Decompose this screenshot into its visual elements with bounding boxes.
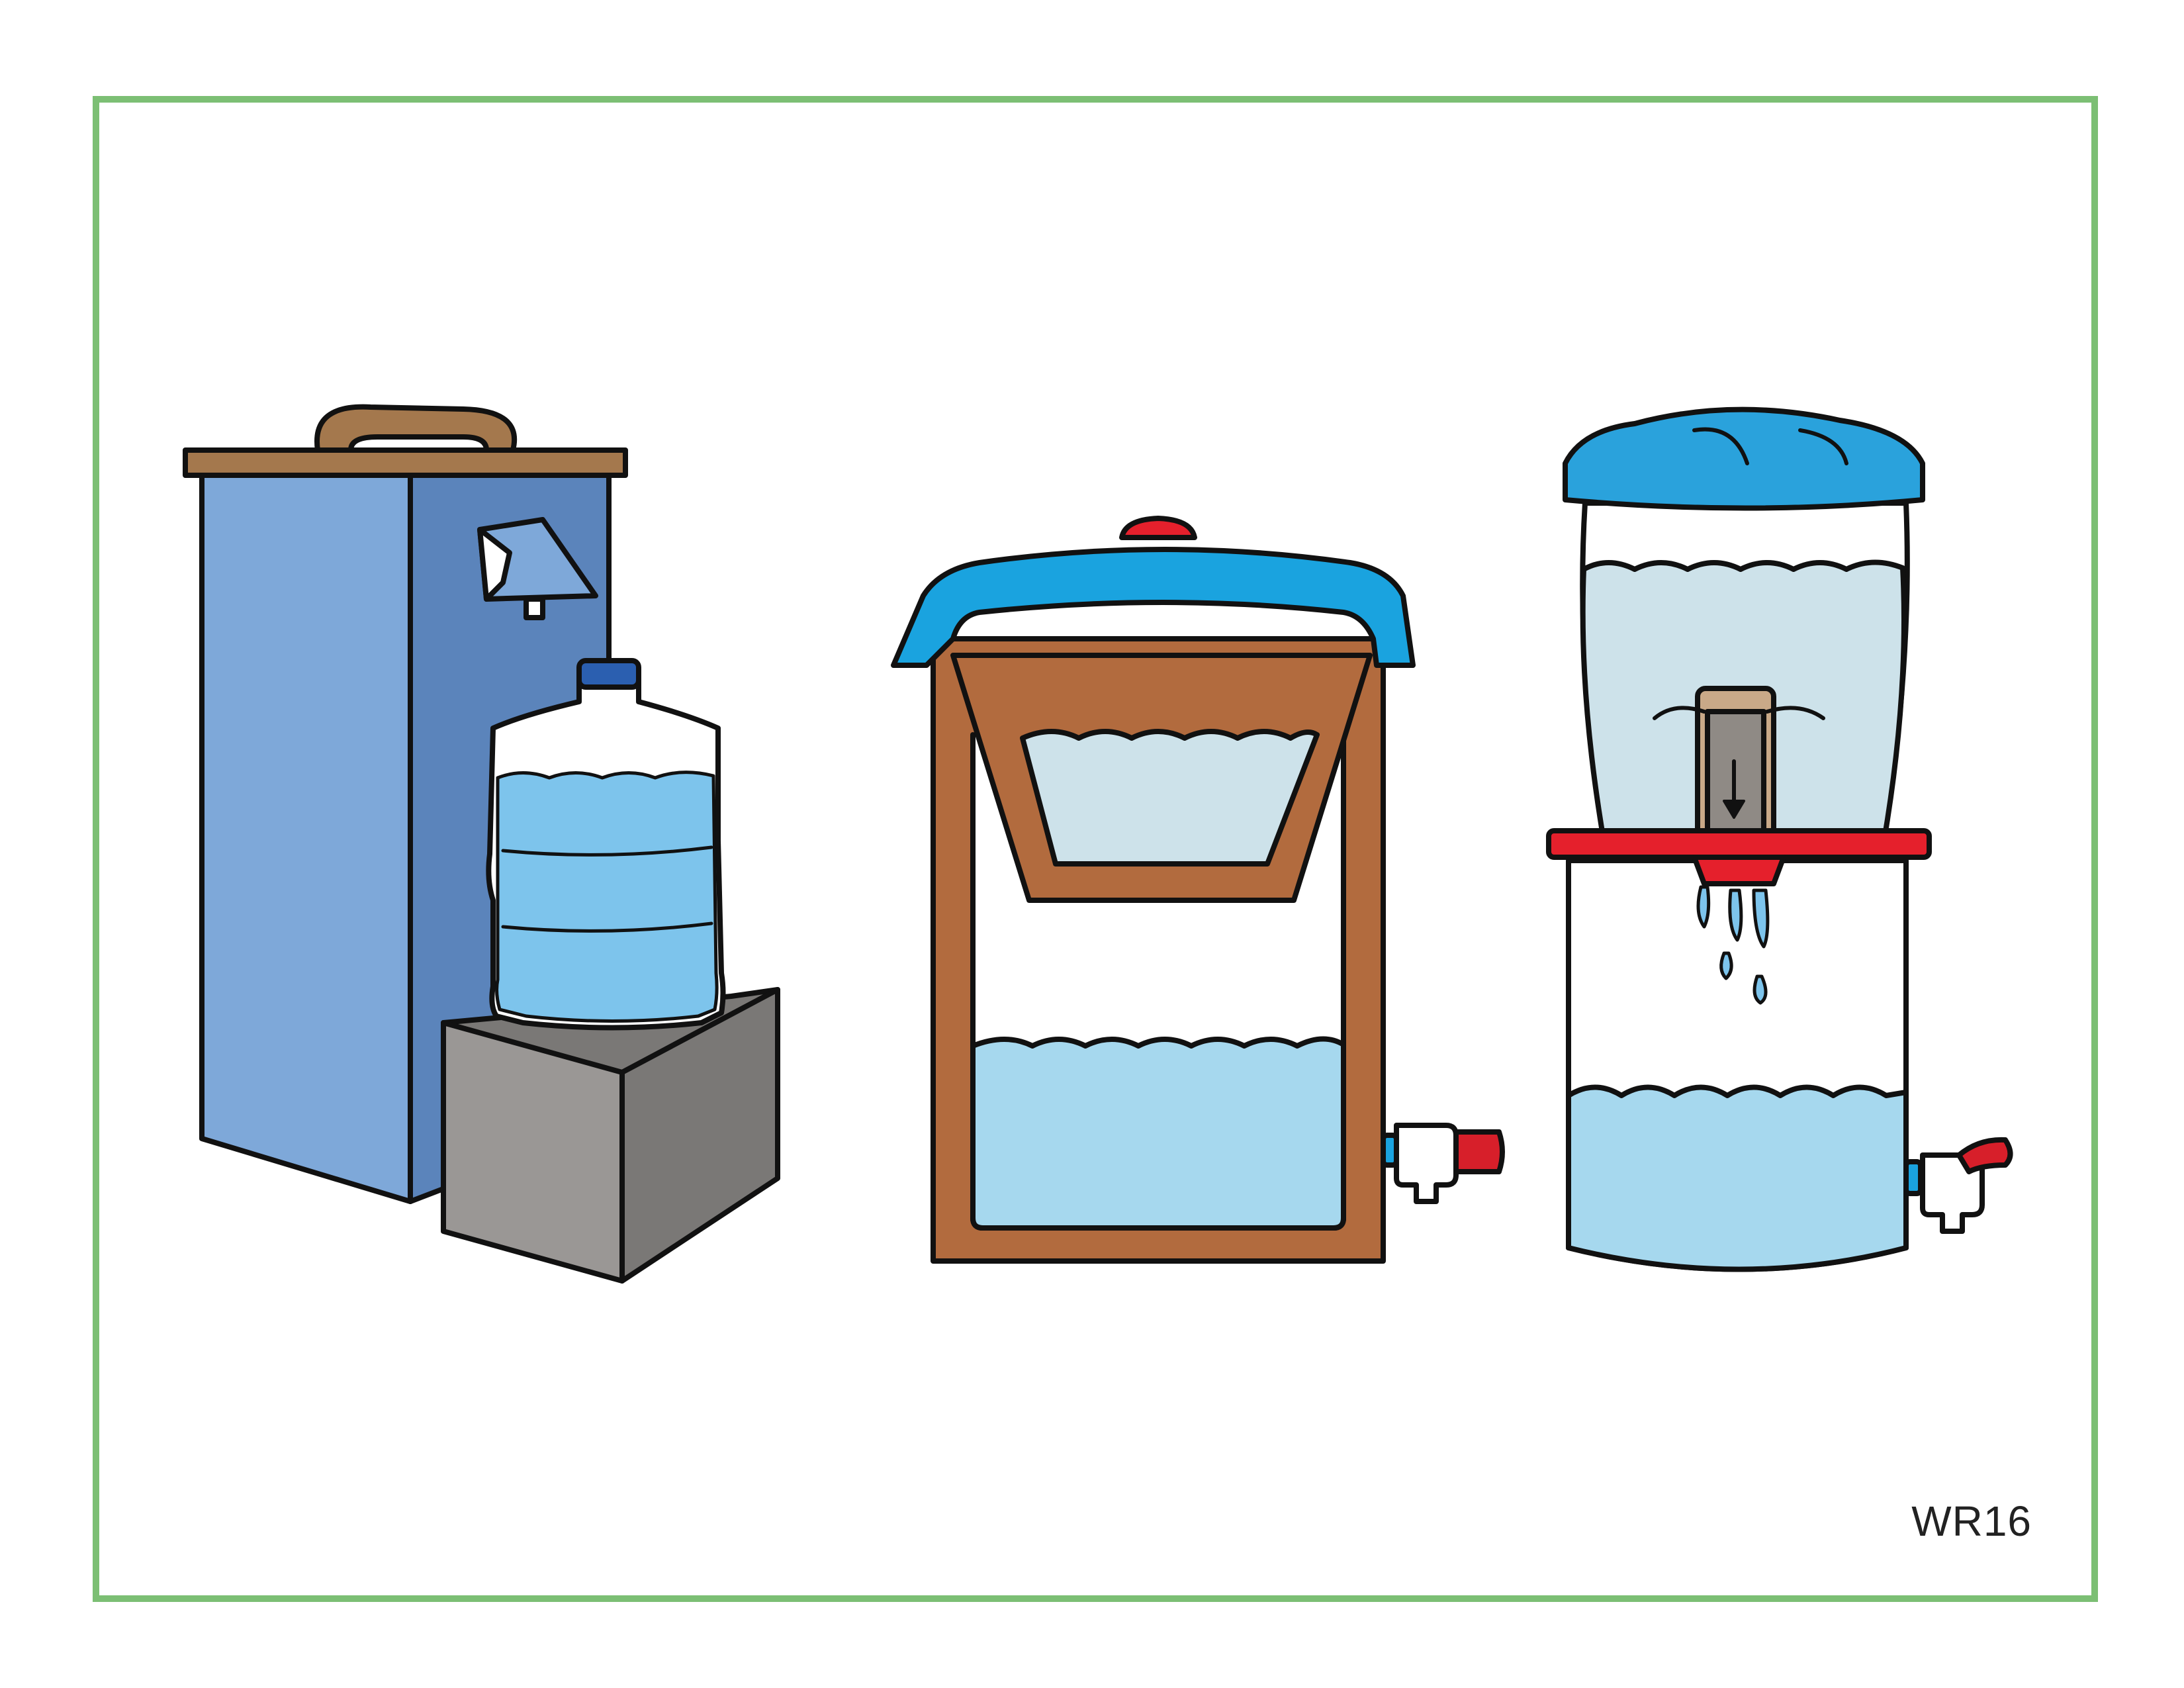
filter-ring bbox=[1546, 828, 1932, 860]
distiller-spout bbox=[523, 596, 545, 620]
distiller-lid bbox=[183, 447, 628, 478]
distiller-handle bbox=[314, 404, 518, 453]
upper-water bbox=[1020, 729, 1320, 867]
bucket-lid bbox=[891, 547, 1416, 668]
card-border bbox=[93, 96, 2098, 1602]
solar-distiller-with-water-bottle bbox=[183, 404, 780, 1284]
stand-side bbox=[619, 987, 780, 1284]
card-code: WR16 bbox=[1911, 1497, 2032, 1545]
cloth-bucket-filter bbox=[891, 516, 1505, 1264]
bucket-tap bbox=[1394, 1123, 1459, 1204]
bottle-cap bbox=[576, 658, 641, 690]
lid-knob bbox=[1119, 516, 1197, 540]
water-drip bbox=[1696, 885, 1711, 929]
distiller-front bbox=[199, 473, 413, 1204]
ceramic-candle-filter bbox=[1546, 406, 2013, 1272]
lower-bucket-water bbox=[1566, 1084, 1909, 1272]
